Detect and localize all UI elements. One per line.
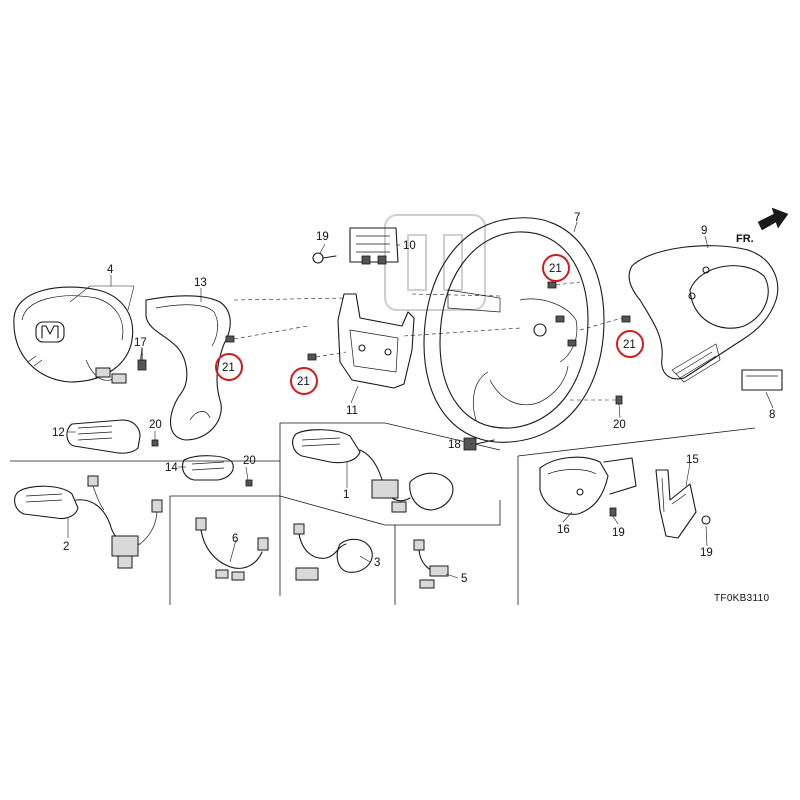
bracket-8: [741, 369, 783, 391]
airbag-module: [13, 286, 134, 384]
watermark: [384, 214, 486, 311]
front-direction-arrow: [757, 207, 789, 231]
highlight-label-21b: 21: [297, 376, 310, 388]
highlight-circles: [215, 254, 644, 395]
switch-12: [66, 419, 141, 454]
assembly-lines: [233, 281, 623, 401]
callout-12: 12: [52, 427, 65, 439]
screw-19-top: [312, 252, 337, 264]
direction-label: FR.: [736, 233, 754, 245]
callout-2: 2: [63, 541, 69, 553]
callout-14: 14: [165, 462, 178, 474]
callout-3: 3: [374, 557, 380, 569]
callout-20c: 20: [613, 419, 626, 431]
callout-11: 11: [346, 405, 358, 417]
callout-19a: 19: [316, 231, 329, 243]
lower-garnish-13: [145, 295, 231, 441]
callout-4: 4: [107, 264, 114, 276]
callout-9: 9: [701, 225, 707, 237]
switch-unit-10: [349, 227, 399, 265]
callout-5: 5: [461, 573, 467, 585]
callout-16: 16: [557, 524, 570, 536]
switch-harness-1: [292, 429, 454, 513]
switch-harness-2: [14, 475, 163, 569]
highlight-label-21d: 21: [623, 339, 636, 351]
callout-7: 7: [574, 212, 580, 224]
harness-5: [413, 539, 449, 589]
screws-21: [225, 281, 631, 361]
diagram-code: TF0KB3110: [714, 593, 769, 604]
callout-20a: 20: [149, 419, 162, 431]
highlight-label-21a: 21: [222, 362, 235, 374]
highlight-label-21c: 21: [549, 263, 562, 275]
rear-cover-9: [628, 245, 779, 383]
leader-lines: [67, 221, 774, 579]
switch-14: [181, 455, 234, 481]
callout-17: 17: [134, 337, 147, 349]
callout-8: 8: [769, 409, 775, 421]
callout-15: 15: [686, 454, 699, 466]
callout-18: 18: [448, 439, 461, 451]
cover-16: [539, 456, 637, 515]
callout-19c: 19: [700, 547, 713, 559]
harness-6: [195, 517, 269, 581]
labels: FR. TF0KB3110 4 17 13 12 20 14 20 2 6 1 …: [52, 212, 775, 604]
bracket-11: [337, 293, 415, 389]
steering-wheel: [423, 217, 605, 443]
callout-19b: 19: [612, 527, 625, 539]
switch-harness-3: [293, 523, 373, 581]
callout-10: 10: [403, 240, 416, 252]
section-dividers: [10, 422, 756, 605]
bolt-18: [463, 437, 495, 451]
bracket-15: [655, 469, 711, 539]
callout-1: 1: [343, 489, 349, 501]
callout-13: 13: [194, 277, 207, 289]
callout-20b: 20: [243, 455, 256, 467]
callout-6: 6: [232, 533, 238, 545]
